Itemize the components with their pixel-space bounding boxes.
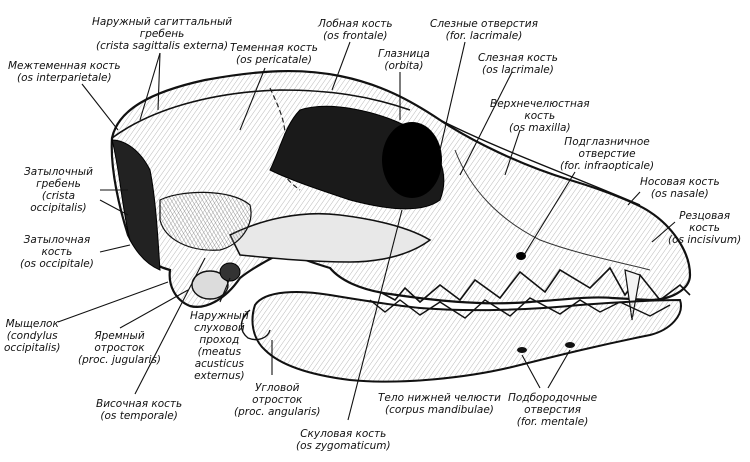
label-for-lacrimale: Слезные отверстия (for. lacrimale) [430,18,538,42]
leader-lines [57,41,676,421]
occipital-region [111,139,161,271]
angular-process [240,309,271,341]
nasal-line [439,119,641,206]
tympanic-bulla [219,262,241,282]
canine-upper [624,269,641,321]
lower-teeth [369,297,671,319]
label-occipitale: Затылочная кость (os occipitale) [20,234,94,270]
mental-foramen-2 [565,342,575,348]
label-crista-sagittalis: Наружный сагиттальный гребень (crista sa… [92,16,233,52]
label-interparietale: Межтеменная кость (os interparietale) [8,60,121,84]
label-jugularis: Яремный отросток (proc. jugularis) [78,330,161,366]
label-mentale: Подбородочные отверстия (for. mentale) [508,392,598,428]
mandible [251,291,682,383]
label-zygomaticum: Скуловая кость (os zygomaticum) [296,428,391,452]
temporal-region [159,191,252,251]
label-maxilla: Верхнечелюстная кость (os maxilla) [490,98,590,134]
zygomatic-arch [228,212,432,263]
upper-teeth [379,266,691,304]
label-angularis: Угловой отросток (proc. angularis) [234,382,321,418]
label-temporale: Височная кость (os temporale) [96,398,183,422]
infraorbital-foramen [516,252,526,260]
label-orbita: Глазница (orbita) [378,48,430,72]
label-nasale: Носовая кость (os nasale) [640,176,720,200]
maxilla-suture [454,149,651,271]
label-incisivum: Резцовая кость (os incisivum) [668,210,742,246]
label-condylus: Мыщелок (condylus occipitalis) [4,318,61,354]
occipital-condyle [191,270,229,300]
label-meatus: Наружный слуховой проход (meatus acustic… [190,310,249,382]
label-frontale: Лобная кость (os frontale) [318,18,393,42]
sagittal-crest [111,89,411,139]
label-os-lacrimale: Слезная кость (os lacrimale) [478,52,558,76]
label-mandibulae: Тело нижней челюсти (corpus mandibulae) [378,392,501,416]
label-pericatale: Теменная кость (os pericatale) [230,42,318,66]
mental-foramen-1 [517,347,527,353]
orbit-hole [382,122,442,198]
label-infraopticale: Подглазничное отверстие (for. infraoptic… [560,136,655,172]
label-crista-occipitalis: Затылочный гребень (crista occipitalis) [24,166,93,214]
